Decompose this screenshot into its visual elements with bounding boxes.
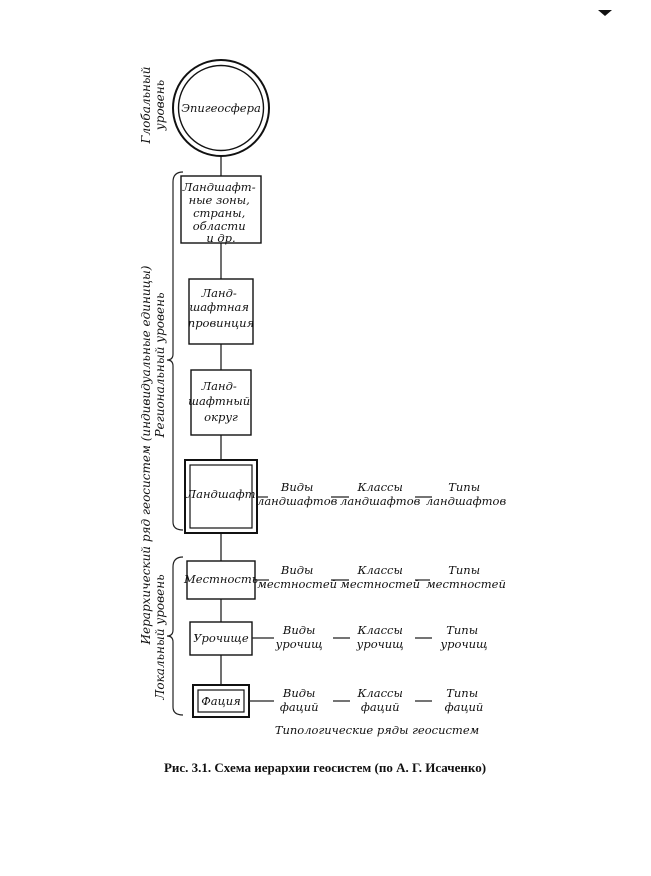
okrug-line-1: Ланд- — [201, 379, 237, 393]
urochishche-label: Урочище — [193, 631, 249, 645]
row-urochishche-kinds-1: Виды — [282, 623, 316, 637]
svg-text:Виды фаций Классы: Виды фаций Классы фаций Типы фаций — [280, 686, 484, 714]
row-mestnost-classes-2: местностей — [340, 577, 420, 591]
row-landscape-types-1: Типы — [448, 480, 480, 494]
row-facies-kinds-2: фаций — [280, 700, 319, 714]
row-facies-classes-1: Классы — [357, 686, 403, 700]
row-mestnost-kinds-1: Виды — [280, 563, 314, 577]
local-level-brace — [166, 556, 184, 716]
svg-text:Виды ландшафтов Кл: Виды ландшафтов Классы ландшафтов Типы л… — [257, 480, 506, 508]
zones-line-3: страны, — [193, 206, 245, 220]
row-mestnost-classes-1: Классы — [357, 563, 403, 577]
typology-series-label: Типологические ряды геосистем — [275, 723, 479, 737]
row-facies-classes-2: фаций — [361, 700, 400, 714]
row-urochishche-types-2: урочищ — [439, 637, 487, 651]
epigeosphere-label: Эпигеосфера — [181, 101, 261, 115]
corner-mark — [598, 10, 612, 16]
svg-text:Ланд- шафтная пров: Ланд- шафтная провинция — [188, 286, 254, 330]
regional-level-brace — [166, 171, 184, 531]
zones-line-4: области — [193, 219, 246, 233]
row-landscape-kinds-2: ландшафтов — [257, 494, 338, 508]
global-level-label-2: уровень — [153, 80, 167, 131]
row-mestnost-types-2: местностей — [426, 577, 506, 591]
typology-row-urochishche: Виды урочищ Классы урочищ Типы урочищ — [252, 623, 488, 651]
okrug-line-3: округ — [204, 410, 238, 424]
row-urochishche-classes-2: урочищ — [356, 637, 404, 651]
mestnost-label: Местность — [183, 572, 258, 586]
mestnost-node: Местность — [183, 560, 258, 600]
row-landscape-classes-1: Классы — [357, 480, 403, 494]
svg-text:Ландшафт- ные зоны,: Ландшафт- ные зоны, страны, области и др… — [182, 180, 260, 245]
svg-text:Виды урочищ Классы: Виды урочищ Классы урочищ Типы урочищ — [275, 623, 488, 651]
row-mestnost-kinds-2: местностей — [257, 577, 337, 591]
province-line-3: провинция — [188, 316, 254, 330]
typology-row-mestnost: Виды местностей Классы местностей Типы м… — [255, 563, 506, 591]
row-urochishche-kinds-2: урочищ — [275, 637, 323, 651]
okrug-node: Ланд- шафтный округ — [188, 369, 254, 436]
zones-line-1: Ландшафт- — [182, 180, 256, 194]
facies-node: Фация — [192, 684, 250, 718]
figure-caption: Рис. 3.1. Схема иерархии геосистем (по А… — [164, 760, 486, 775]
typology-row-facies: Виды фаций Классы фаций Типы фаций — [249, 686, 483, 714]
row-urochishche-classes-1: Классы — [357, 623, 403, 637]
urochishche-node: Урочище — [189, 621, 253, 656]
regional-level-label: Региональный уровень — [153, 292, 167, 438]
row-facies-types-1: Типы — [446, 686, 478, 700]
row-landscape-kinds-1: Виды — [280, 480, 314, 494]
facies-label: Фация — [201, 694, 240, 708]
row-facies-types-2: фаций — [445, 700, 484, 714]
zones-node: Ландшафт- ные зоны, страны, области и др… — [180, 175, 262, 245]
province-line-2: шафтная — [189, 300, 249, 314]
province-node: Ланд- шафтная провинция — [188, 278, 254, 345]
row-landscape-types-2: ландшафтов — [426, 494, 507, 508]
epigeosphere-node: Эпигеосфера — [172, 59, 270, 157]
landscape-label: Ландшафт — [186, 487, 256, 501]
zones-line-2: ные зоны, — [189, 193, 250, 207]
svg-text:Ланд- шафтный окру: Ланд- шафтный округ — [188, 379, 254, 424]
province-line-1: Ланд- — [201, 286, 237, 300]
local-level-label: Локальный уровень — [153, 574, 167, 700]
row-mestnost-types-1: Типы — [448, 563, 480, 577]
hierarchy-series-label: Иерархический ряд геосистем (индивидуаль… — [139, 265, 153, 645]
row-facies-kinds-1: Виды — [282, 686, 316, 700]
svg-text:Виды местностей Кл: Виды местностей Классы местностей Типы м… — [257, 563, 506, 591]
row-urochishche-types-1: Типы — [446, 623, 478, 637]
typology-row-landscape: Виды ландшафтов Классы ландшафтов Типы л… — [257, 480, 506, 508]
landscape-node: Ландшафт — [184, 459, 258, 534]
okrug-line-2: шафтный — [188, 394, 250, 408]
global-level-label-1: Глобальный — [139, 67, 153, 145]
row-landscape-classes-2: ландшафтов — [340, 494, 421, 508]
zones-line-5: и др. — [206, 231, 235, 245]
